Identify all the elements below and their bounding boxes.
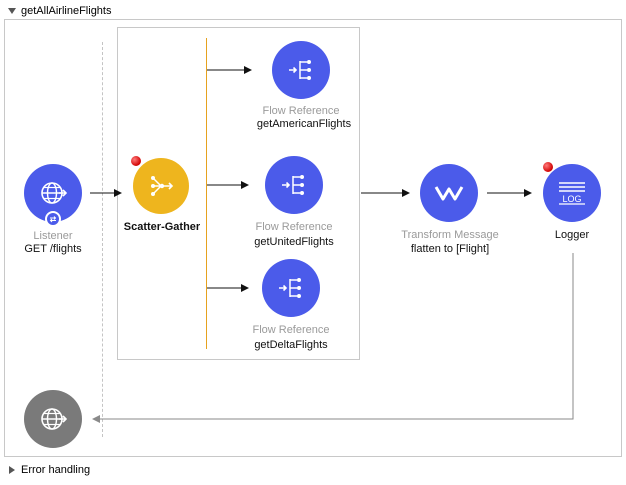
listener-type-label: Listener <box>33 230 73 242</box>
expand-triangle-icon[interactable] <box>9 466 15 474</box>
source-divider <box>102 42 103 437</box>
collapse-triangle-icon[interactable] <box>8 8 16 14</box>
route-bus-line <box>206 38 207 349</box>
flow-reference-icon <box>279 278 301 298</box>
route-2-type-label: Flow Reference <box>255 221 333 233</box>
route-3-name-label: getDeltaFlights <box>254 339 328 351</box>
scatter-gather-label: Scatter-Gather <box>123 221 201 233</box>
dataweave-icon <box>434 186 464 201</box>
error-handling-label: Error handling <box>21 464 91 476</box>
svg-text:LOG: LOG <box>562 194 581 204</box>
flow-reference-icon <box>282 175 304 195</box>
flow-reference-node-3[interactable] <box>262 259 320 317</box>
error-handling-section[interactable]: Error handling <box>9 463 90 477</box>
listener-path-label: GET /flights <box>24 243 82 255</box>
response-source-node[interactable] <box>24 390 82 448</box>
breakpoint-icon[interactable] <box>543 162 553 172</box>
flow-reference-node-1[interactable] <box>272 41 330 99</box>
route-1-type-label: Flow Reference <box>262 105 340 117</box>
breakpoint-icon[interactable] <box>131 156 141 166</box>
scatter-gather-icon <box>151 176 174 196</box>
log-icon: LOG <box>559 182 585 205</box>
arrow-return-path <box>92 253 574 423</box>
listener-node[interactable] <box>24 164 82 222</box>
sync-badge-icon <box>46 212 60 226</box>
logger-label: Logger <box>554 229 590 241</box>
globe-icon <box>41 408 67 430</box>
scatter-gather-node[interactable] <box>133 158 189 214</box>
flow-name: getAllAirlineFlights <box>21 5 112 17</box>
flow-reference-node-2[interactable] <box>265 156 323 214</box>
transform-type-label: Transform Message <box>401 229 499 241</box>
transform-message-node[interactable] <box>420 164 478 222</box>
flow-container <box>4 19 622 457</box>
route-3-type-label: Flow Reference <box>252 324 330 336</box>
flow-reference-icon <box>289 60 311 80</box>
logger-node[interactable]: LOG <box>543 164 601 222</box>
globe-icon <box>41 182 67 204</box>
transform-name-label: flatten to [Flight] <box>410 243 490 255</box>
route-1-name-label: getAmericanFlights <box>256 118 352 130</box>
route-2-name-label: getUnitedFlights <box>254 236 334 248</box>
flow-header[interactable]: getAllAirlineFlights <box>8 4 111 18</box>
